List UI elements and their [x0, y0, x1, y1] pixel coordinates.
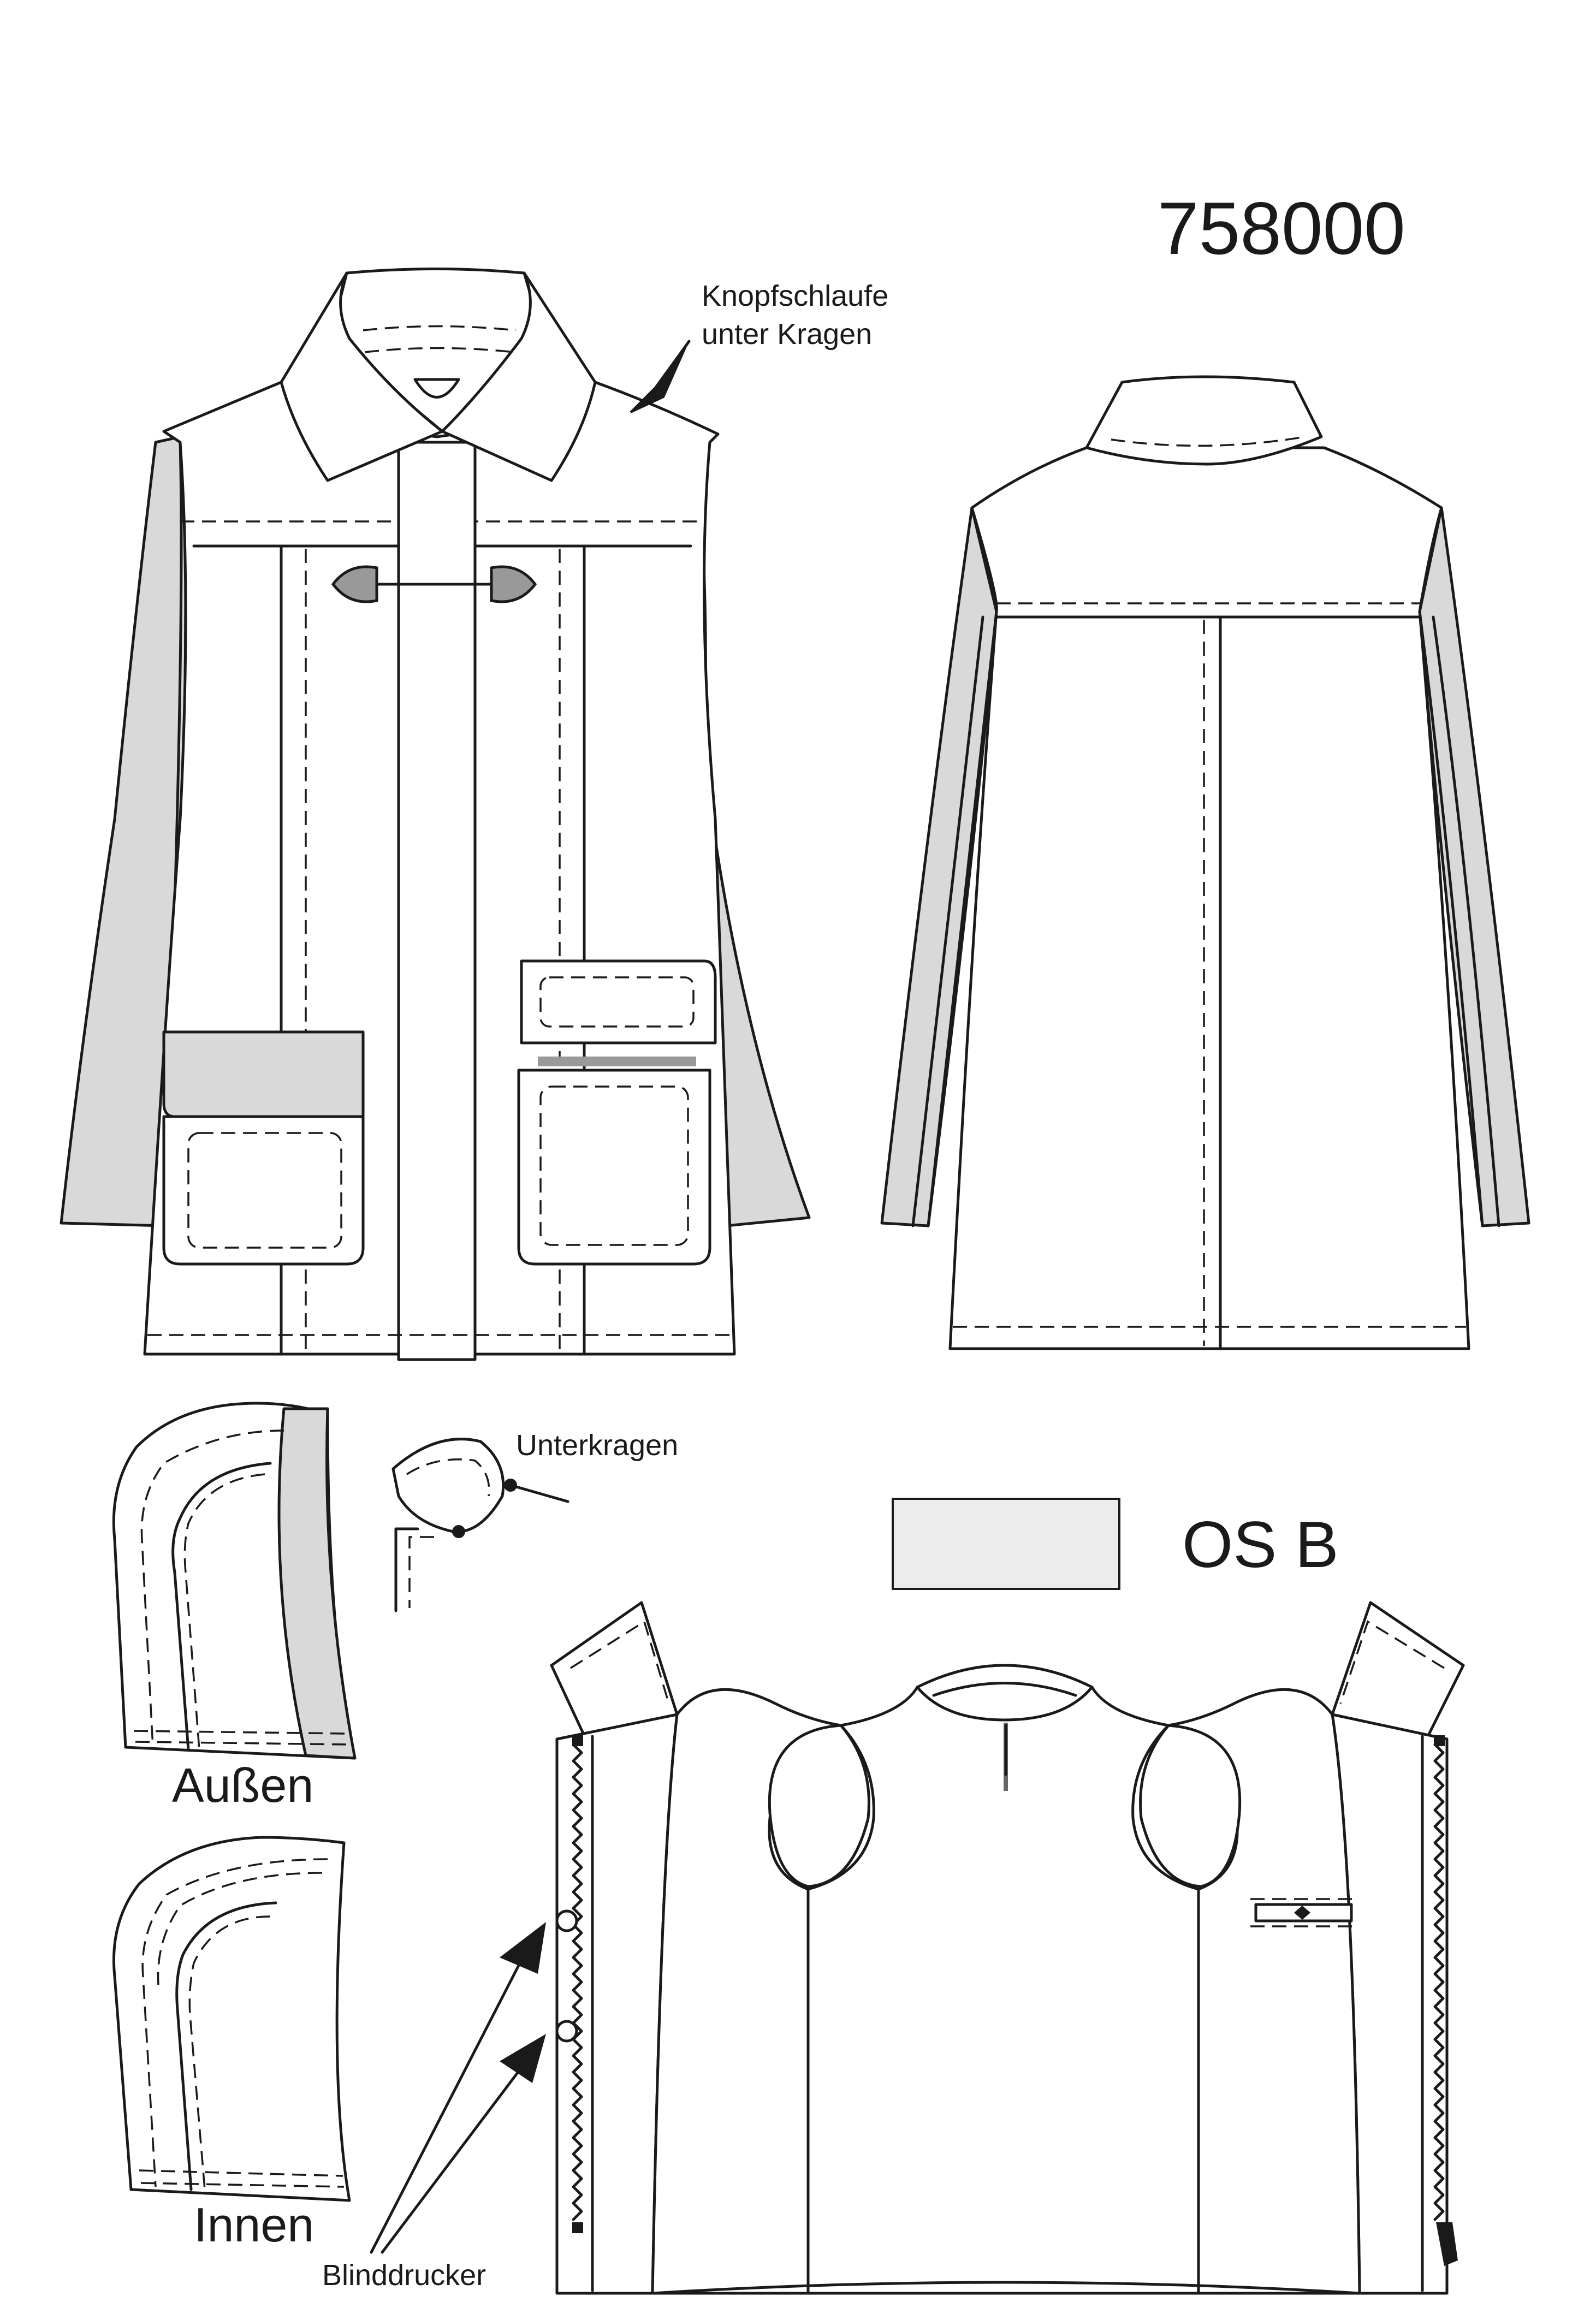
front-collar-stand-stitch-2: [364, 347, 515, 353]
lining-right-armhole: [1139, 1724, 1242, 1888]
front-right-pocket-stitch: [539, 1085, 689, 1246]
front-left-pocket-stitch: [187, 1132, 342, 1249]
blind-snap-bottom: [555, 2020, 578, 2043]
lining-left-shoulder-stitch: [570, 1620, 670, 1704]
lining-inner-pocket-stitch: [1250, 1898, 1357, 1927]
front-left-pocket-flap: [162, 1030, 365, 1118]
blind-snap-leader-2: [381, 2062, 526, 2254]
blind-snap-arrowhead-2: [500, 2034, 546, 2083]
right-zipper-stop-top: [1434, 1735, 1445, 1746]
button-loop-arrow-line: [651, 340, 691, 395]
svg-text:Knopfschlaufe unter Krag: Knopfschlaufe unter Kragen: [702, 280, 897, 351]
left-zipper-teeth: [572, 1743, 583, 2221]
right-zipper-pull: [1436, 2222, 1458, 2266]
blind-snap-top: [555, 1909, 578, 1932]
hood-inner-detail: [112, 1836, 351, 2202]
lining-neckline: [916, 1664, 1094, 1722]
front-collar-right: [441, 271, 597, 482]
hood-inner-stitch-3: [188, 1915, 271, 2190]
front-right-pocket: [517, 1069, 711, 1266]
under-collar-dot-1: [504, 1479, 517, 1492]
left-zipper-stop-top: [572, 1735, 583, 1746]
back-right-sleeve-seam-2: [1432, 615, 1500, 1227]
front-right-pocket-welt: [538, 1057, 696, 1066]
back-right-sleeve: [1418, 506, 1530, 1227]
back-right-sleeve-seam: [1418, 610, 1484, 1227]
back-collar-stitch: [1111, 436, 1306, 447]
hood-inner: [112, 1836, 351, 2202]
front-left-pocket: [162, 1115, 365, 1266]
front-right-pocket-flap-stitch: [539, 976, 695, 1028]
button-loop: [413, 378, 460, 399]
inner-label: Innen: [194, 2198, 314, 2252]
lining-inner-pocket-button: [1294, 1906, 1310, 1920]
hood-outer-inner-edge: [171, 1462, 272, 1752]
under-collar-dot-2: [452, 1525, 465, 1538]
under-collar-stand-stitch: [408, 1536, 434, 1608]
swatch-code: OS B: [1182, 1508, 1339, 1581]
fabric-swatch: [892, 1498, 1120, 1590]
back-left-sleeve-seam: [927, 610, 998, 1227]
hood-outer-stitch-3: [133, 1730, 347, 1735]
front-collar-left: [280, 271, 444, 482]
hood-outer-stitch-2: [183, 1473, 265, 1751]
lining-right-shoulder-stitch: [1339, 1620, 1445, 1704]
lining-left-armhole: [768, 1724, 870, 1888]
under-collar-shape: [391, 1438, 505, 1533]
outer-label: Außen: [172, 1758, 313, 1812]
back-left-sleeve-seam-2: [911, 615, 984, 1227]
under-collar-stand: [394, 1527, 419, 1612]
left-zipper-stop-bottom: [572, 2222, 583, 2233]
hood-inner-stitch-1: [141, 1858, 328, 2187]
hood-inner-stitch-4: [139, 2169, 343, 2177]
back-left-sleeve: [880, 506, 998, 1227]
under-collar-leader: [509, 1484, 569, 1503]
blind-snap-arrowhead-1: [500, 1922, 546, 1974]
front-right-pocket-flap: [520, 959, 717, 1045]
blind-snap-callout: [370, 1922, 546, 2254]
back-view: [880, 375, 1530, 1350]
blind-snap-leader-1: [370, 1953, 526, 2254]
lining-center-back: [806, 1664, 1200, 2295]
hood-outer-band: [277, 1407, 357, 1760]
hood-outer-stitch-1: [140, 1429, 284, 1748]
hood-outer-detail: [112, 1402, 357, 1760]
button-loop-label-2: unter Kragen: [702, 318, 872, 351]
front-placket: [397, 441, 477, 1361]
hood-inner-edge: [175, 1901, 277, 2191]
right-zipper-teeth: [1433, 1743, 1445, 2221]
hood-inner-stitch-2: [157, 1872, 323, 1985]
back-collar: [1085, 375, 1323, 466]
under-collar-detail: [391, 1438, 569, 1612]
front-collar-stand-stitch: [363, 325, 517, 331]
lining-view: [550, 1601, 1465, 2295]
under-collar-stitch: [406, 1458, 490, 1497]
lining-back: [651, 1688, 843, 2295]
lining-hem: [651, 2281, 1361, 2295]
button-loop-label-1: Knopfschlaufe: [702, 280, 888, 312]
blind-snap-label: Blinddrucker: [322, 2259, 486, 2292]
front-view: Knopfschlaufe unter Kragen: [60, 268, 897, 1361]
style-number: 758000: [1158, 187, 1405, 270]
hood-outer-stitch-4: [135, 1741, 350, 1746]
lining-neck-inner: [932, 1682, 1077, 1697]
under-collar-label: Unterkragen: [516, 1429, 678, 1462]
back-body: [948, 446, 1470, 1350]
hood-inner-stitch-5: [140, 2182, 345, 2188]
